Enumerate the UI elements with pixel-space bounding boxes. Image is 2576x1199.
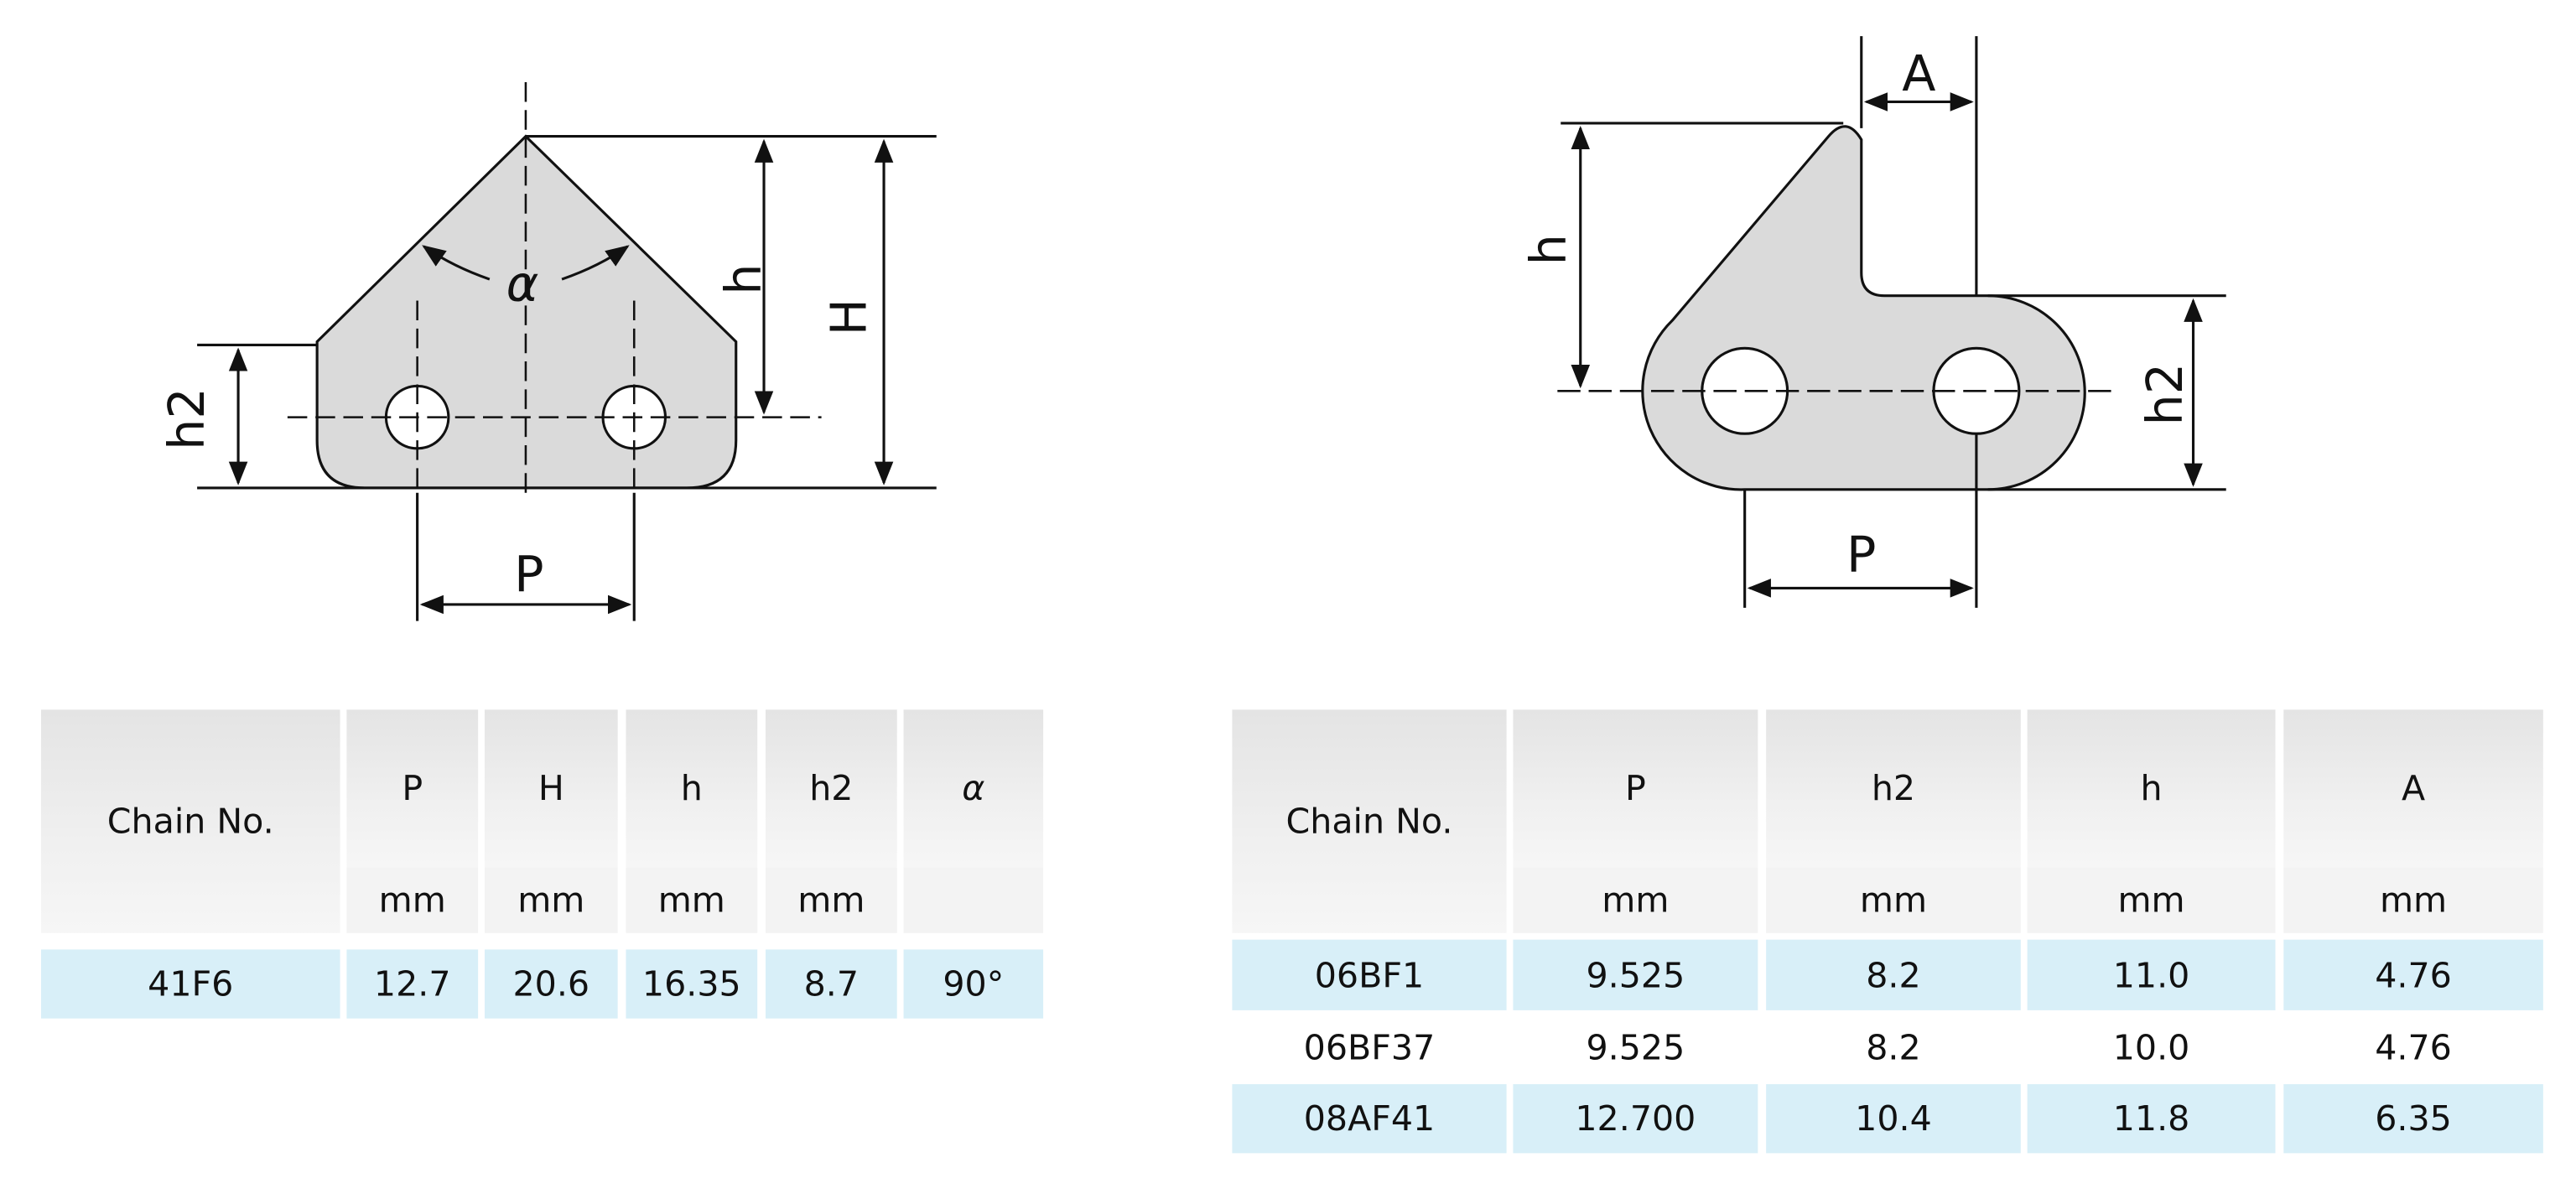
cell-alpha: 90° bbox=[903, 949, 1044, 1019]
cell-A: 4.76 bbox=[2283, 1013, 2543, 1082]
bent-plate-shape bbox=[1641, 125, 2086, 491]
header-h2: h2 bbox=[765, 709, 897, 868]
header-h: h bbox=[626, 709, 758, 868]
unit-h: mm bbox=[2027, 867, 2276, 933]
unit-h2: mm bbox=[1766, 867, 2021, 933]
header-P: P bbox=[1513, 709, 1758, 868]
unit-h2: mm bbox=[765, 867, 897, 933]
header-h2: h2 bbox=[1766, 709, 2021, 868]
A-label: A bbox=[1902, 44, 1935, 102]
cell-h2: 10.4 bbox=[1766, 1084, 2021, 1154]
cell-h: 16.35 bbox=[626, 949, 758, 1019]
cell-h2: 8.2 bbox=[1766, 939, 2021, 1010]
cell-P: 9.525 bbox=[1513, 939, 1758, 1010]
cell-h: 11.0 bbox=[2027, 939, 2276, 1010]
cell-A: 6.35 bbox=[2283, 1084, 2543, 1154]
h-label: h bbox=[1519, 234, 1577, 265]
h-label: h bbox=[714, 263, 772, 294]
cell-h2: 8.7 bbox=[765, 949, 897, 1019]
left-attachment-diagram bbox=[197, 81, 937, 621]
cell-P: 12.700 bbox=[1513, 1084, 1758, 1154]
h2-label: h2 bbox=[158, 387, 216, 450]
unit-H: mm bbox=[484, 867, 618, 933]
P-label: P bbox=[1846, 526, 1876, 584]
cell-chain-no: 08AF41 bbox=[1232, 1084, 1507, 1154]
attachment-diagrams: α h H h2 P A h h2 P bbox=[158, 36, 2226, 621]
header-chain-no: Chain No. bbox=[1232, 709, 1507, 933]
cell-chain-no: 06BF1 bbox=[1232, 939, 1507, 1010]
cell-P: 12.7 bbox=[346, 949, 479, 1019]
unit-P: mm bbox=[1513, 867, 1758, 933]
header-alpha: α bbox=[903, 709, 1044, 868]
cell-P: 9.525 bbox=[1513, 1013, 1758, 1082]
header-H: H bbox=[484, 709, 618, 868]
header-chain-no: Chain No. bbox=[40, 709, 340, 933]
cell-chain-no: 06BF37 bbox=[1232, 1013, 1507, 1082]
cell-h2: 8.2 bbox=[1766, 1013, 2021, 1082]
cell-H: 20.6 bbox=[484, 949, 618, 1019]
unit-h: mm bbox=[626, 867, 758, 933]
cell-chain-no: 41F6 bbox=[40, 949, 340, 1019]
header-h: h bbox=[2027, 709, 2276, 868]
H-label: H bbox=[819, 298, 877, 335]
unit-P: mm bbox=[346, 867, 479, 933]
h2-label: h2 bbox=[2136, 363, 2194, 426]
P-label: P bbox=[514, 545, 543, 603]
right-attachment-diagram bbox=[1557, 36, 2226, 608]
cell-A: 4.76 bbox=[2283, 939, 2543, 1010]
cell-h: 10.0 bbox=[2027, 1013, 2276, 1082]
cell-h: 11.8 bbox=[2027, 1084, 2276, 1154]
unit-A: mm bbox=[2283, 867, 2543, 933]
header-A: A bbox=[2283, 709, 2543, 868]
unit-alpha bbox=[903, 867, 1044, 933]
header-P: P bbox=[346, 709, 479, 868]
alpha-label: α bbox=[506, 255, 539, 313]
